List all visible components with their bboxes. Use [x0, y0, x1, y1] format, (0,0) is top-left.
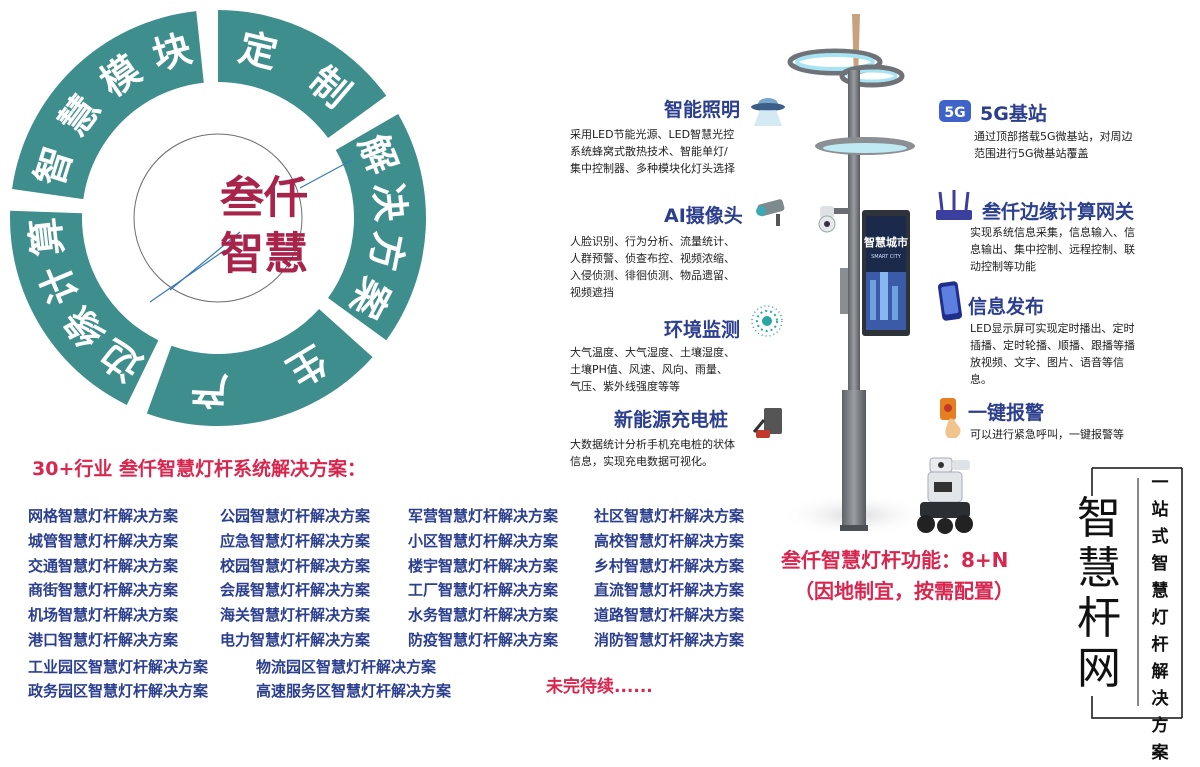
feature-desc: LED显示屏可实现定时播出、定时插播、定时轮播、顺播、跟播等播放视频、文字、图片… — [970, 322, 1135, 386]
solution-item: 电力智慧灯杆解决方案 — [220, 631, 371, 649]
feature-desc: 通过顶部搭载5G微基站，对周边范围进行5G微基站覆盖 — [974, 130, 1133, 160]
feature-desc: 大数据统计分析手机充电桩的状体信息，实现充电数据可视化。 — [570, 438, 735, 468]
feature-title: 5G基站 — [980, 103, 1047, 125]
feature-desc: 可以进行紧急呼叫，一键报警等 — [970, 428, 1124, 441]
brand-name: 智慧杆网 — [1068, 494, 1130, 694]
ring-center-text: 叁仟 — [220, 173, 308, 224]
feature-title: 信息发布 — [968, 296, 1045, 318]
feature-title: 环境监测 — [664, 319, 741, 341]
feature-desc: 实现系统信息采集，信息输入、信息输出、集中控制、远程控制、联动控制等功能 — [970, 226, 1135, 273]
brand-slogan-char: 决 — [1151, 689, 1169, 709]
alarm-button-icon — [940, 398, 961, 438]
brand-slogan-char: 智 — [1151, 554, 1169, 574]
feature-desc: 人脸识别、行为分析、流量统计、人群预警、侦查布控、视频浓缩、入侵侦测、徘徊侦测、… — [570, 235, 735, 299]
feature-title: 智能照明 — [664, 99, 741, 121]
screen-subtitle: SMART CITY — [871, 254, 902, 260]
brand-char: 智 — [1077, 493, 1121, 544]
feature-desc: 大气温度、大气湿度、土壤湿度、土壤PH值、风速、风向、雨量、气压、紫外线强度等等 — [570, 346, 735, 393]
brand-slogan-char: 慧 — [1151, 581, 1169, 601]
screen-title: 智慧城市 — [864, 235, 908, 249]
ring-segment — [218, 10, 387, 139]
solution-item: 海关智慧灯杆解决方案 — [220, 606, 371, 625]
solution-item: 应急智慧灯杆解决方案 — [220, 531, 371, 550]
brand-char: 网 — [1077, 643, 1121, 694]
solution-item: 高速服务区智慧灯杆解决方案 — [256, 682, 452, 700]
unfinished-note: 未完待续...... — [546, 677, 653, 697]
function-title: 叁仟智慧灯杆功能：8+N — [781, 548, 1009, 572]
brand-frame — [1091, 467, 1183, 719]
feature-desc: 采用LED节能光源、LED智慧光控系统蜂窝式散热技术、智能单灯/集中控制器、多种… — [570, 128, 735, 175]
brand-slogan-char: 解 — [1151, 662, 1169, 682]
brand-slogan-char: 杆 — [1151, 635, 1169, 655]
brand-char: 杆 — [1077, 593, 1121, 644]
solution-item: 楼宇智慧灯杆解决方案 — [408, 556, 559, 575]
ring-center-text: 智慧 — [220, 229, 308, 280]
solution-item: 会展智慧灯杆解决方案 — [220, 581, 371, 600]
brand-char: 慧 — [1077, 543, 1121, 594]
ring-segment-char: 算 — [23, 215, 71, 258]
feature-title: 叁仟边缘计算网关 — [982, 201, 1135, 223]
ring-segment — [146, 309, 373, 426]
solution-item: 水务智慧灯杆解决方案 — [408, 606, 559, 625]
feature-title: 一键报警 — [968, 402, 1045, 424]
charger-icon — [752, 408, 782, 438]
ring-segment — [10, 210, 159, 405]
solution-item: 乡村智慧灯杆解决方案 — [594, 556, 745, 575]
solution-ring: 定制解决方案生产边缘计算智慧模块叁仟智慧 — [10, 10, 426, 426]
solution-item: 防疫智慧灯杆解决方案 — [408, 631, 559, 649]
solution-item: 道路智慧灯杆解决方案 — [594, 606, 745, 625]
solution-item: 直流智慧灯杆解决方案 — [594, 581, 745, 600]
solution-item: 物流园区智慧灯杆解决方案 — [256, 658, 437, 676]
ring-center-circle — [133, 133, 303, 303]
svg-text:5G: 5G — [944, 105, 965, 121]
solution-item: 城管智慧灯杆解决方案 — [28, 531, 179, 550]
5g-icon: 5G — [939, 100, 971, 122]
solutions-heading: 30+行业 叁仟智慧灯杆系统解决方案： — [32, 458, 366, 480]
solution-item: 工厂智慧灯杆解决方案 — [408, 581, 559, 600]
solution-item: 社区智慧灯杆解决方案 — [594, 507, 745, 525]
solution-item: 网格智慧灯杆解决方案 — [28, 507, 179, 525]
brand-slogan-char: 案 — [1151, 743, 1169, 763]
brand-slogan-char: 站 — [1151, 500, 1169, 520]
ring-segment — [12, 11, 204, 200]
ring-segment-char: 方 — [361, 229, 412, 275]
function-subtitle: （因地制宜，按需配置） — [794, 579, 1014, 603]
ring-segment-char: 决 — [366, 181, 413, 223]
feature-title: AI摄像头 — [664, 205, 743, 227]
solution-item: 校园智慧灯杆解决方案 — [220, 556, 371, 575]
solution-item: 军营智慧灯杆解决方案 — [408, 507, 559, 525]
decor-line — [299, 159, 353, 189]
solution-item: 交通智慧灯杆解决方案 — [28, 556, 179, 575]
solution-item: 港口智慧灯杆解决方案 — [28, 631, 179, 649]
ring-segment-char: 产 — [189, 367, 229, 413]
decor-line — [169, 231, 241, 291]
solution-item: 公园智慧灯杆解决方案 — [220, 507, 371, 525]
smart-pole-illustration: 智慧城市 SMART CITY — [780, 14, 930, 537]
router-icon — [936, 190, 972, 220]
solution-item: 工业园区智慧灯杆解决方案 — [28, 658, 209, 676]
feature-title: 新能源充电桩 — [614, 409, 729, 431]
brand-slogan-char: 方 — [1151, 716, 1169, 736]
brand-slogan-char: 一 — [1151, 473, 1169, 493]
brand-slogan: 一站式智慧灯杆解决方案 — [1140, 470, 1180, 767]
solution-item: 机场智慧灯杆解决方案 — [28, 606, 179, 625]
robot-icon — [917, 457, 973, 534]
brand-slogan-char: 式 — [1151, 527, 1169, 547]
solution-item: 商街智慧灯杆解决方案 — [28, 581, 179, 600]
ring-segment — [328, 114, 426, 341]
solution-item: 小区智慧灯杆解决方案 — [408, 531, 559, 550]
camera-icon — [756, 199, 785, 226]
solution-item: 高校智慧灯杆解决方案 — [594, 531, 745, 550]
brand-slogan-char: 灯 — [1151, 608, 1169, 628]
solution-item: 政务园区智慧灯杆解决方案 — [28, 682, 209, 700]
sensor-icon — [751, 305, 783, 337]
solution-item: 消防智慧灯杆解决方案 — [594, 631, 745, 649]
phone-icon — [938, 281, 962, 321]
ufo-light-icon — [751, 98, 785, 126]
